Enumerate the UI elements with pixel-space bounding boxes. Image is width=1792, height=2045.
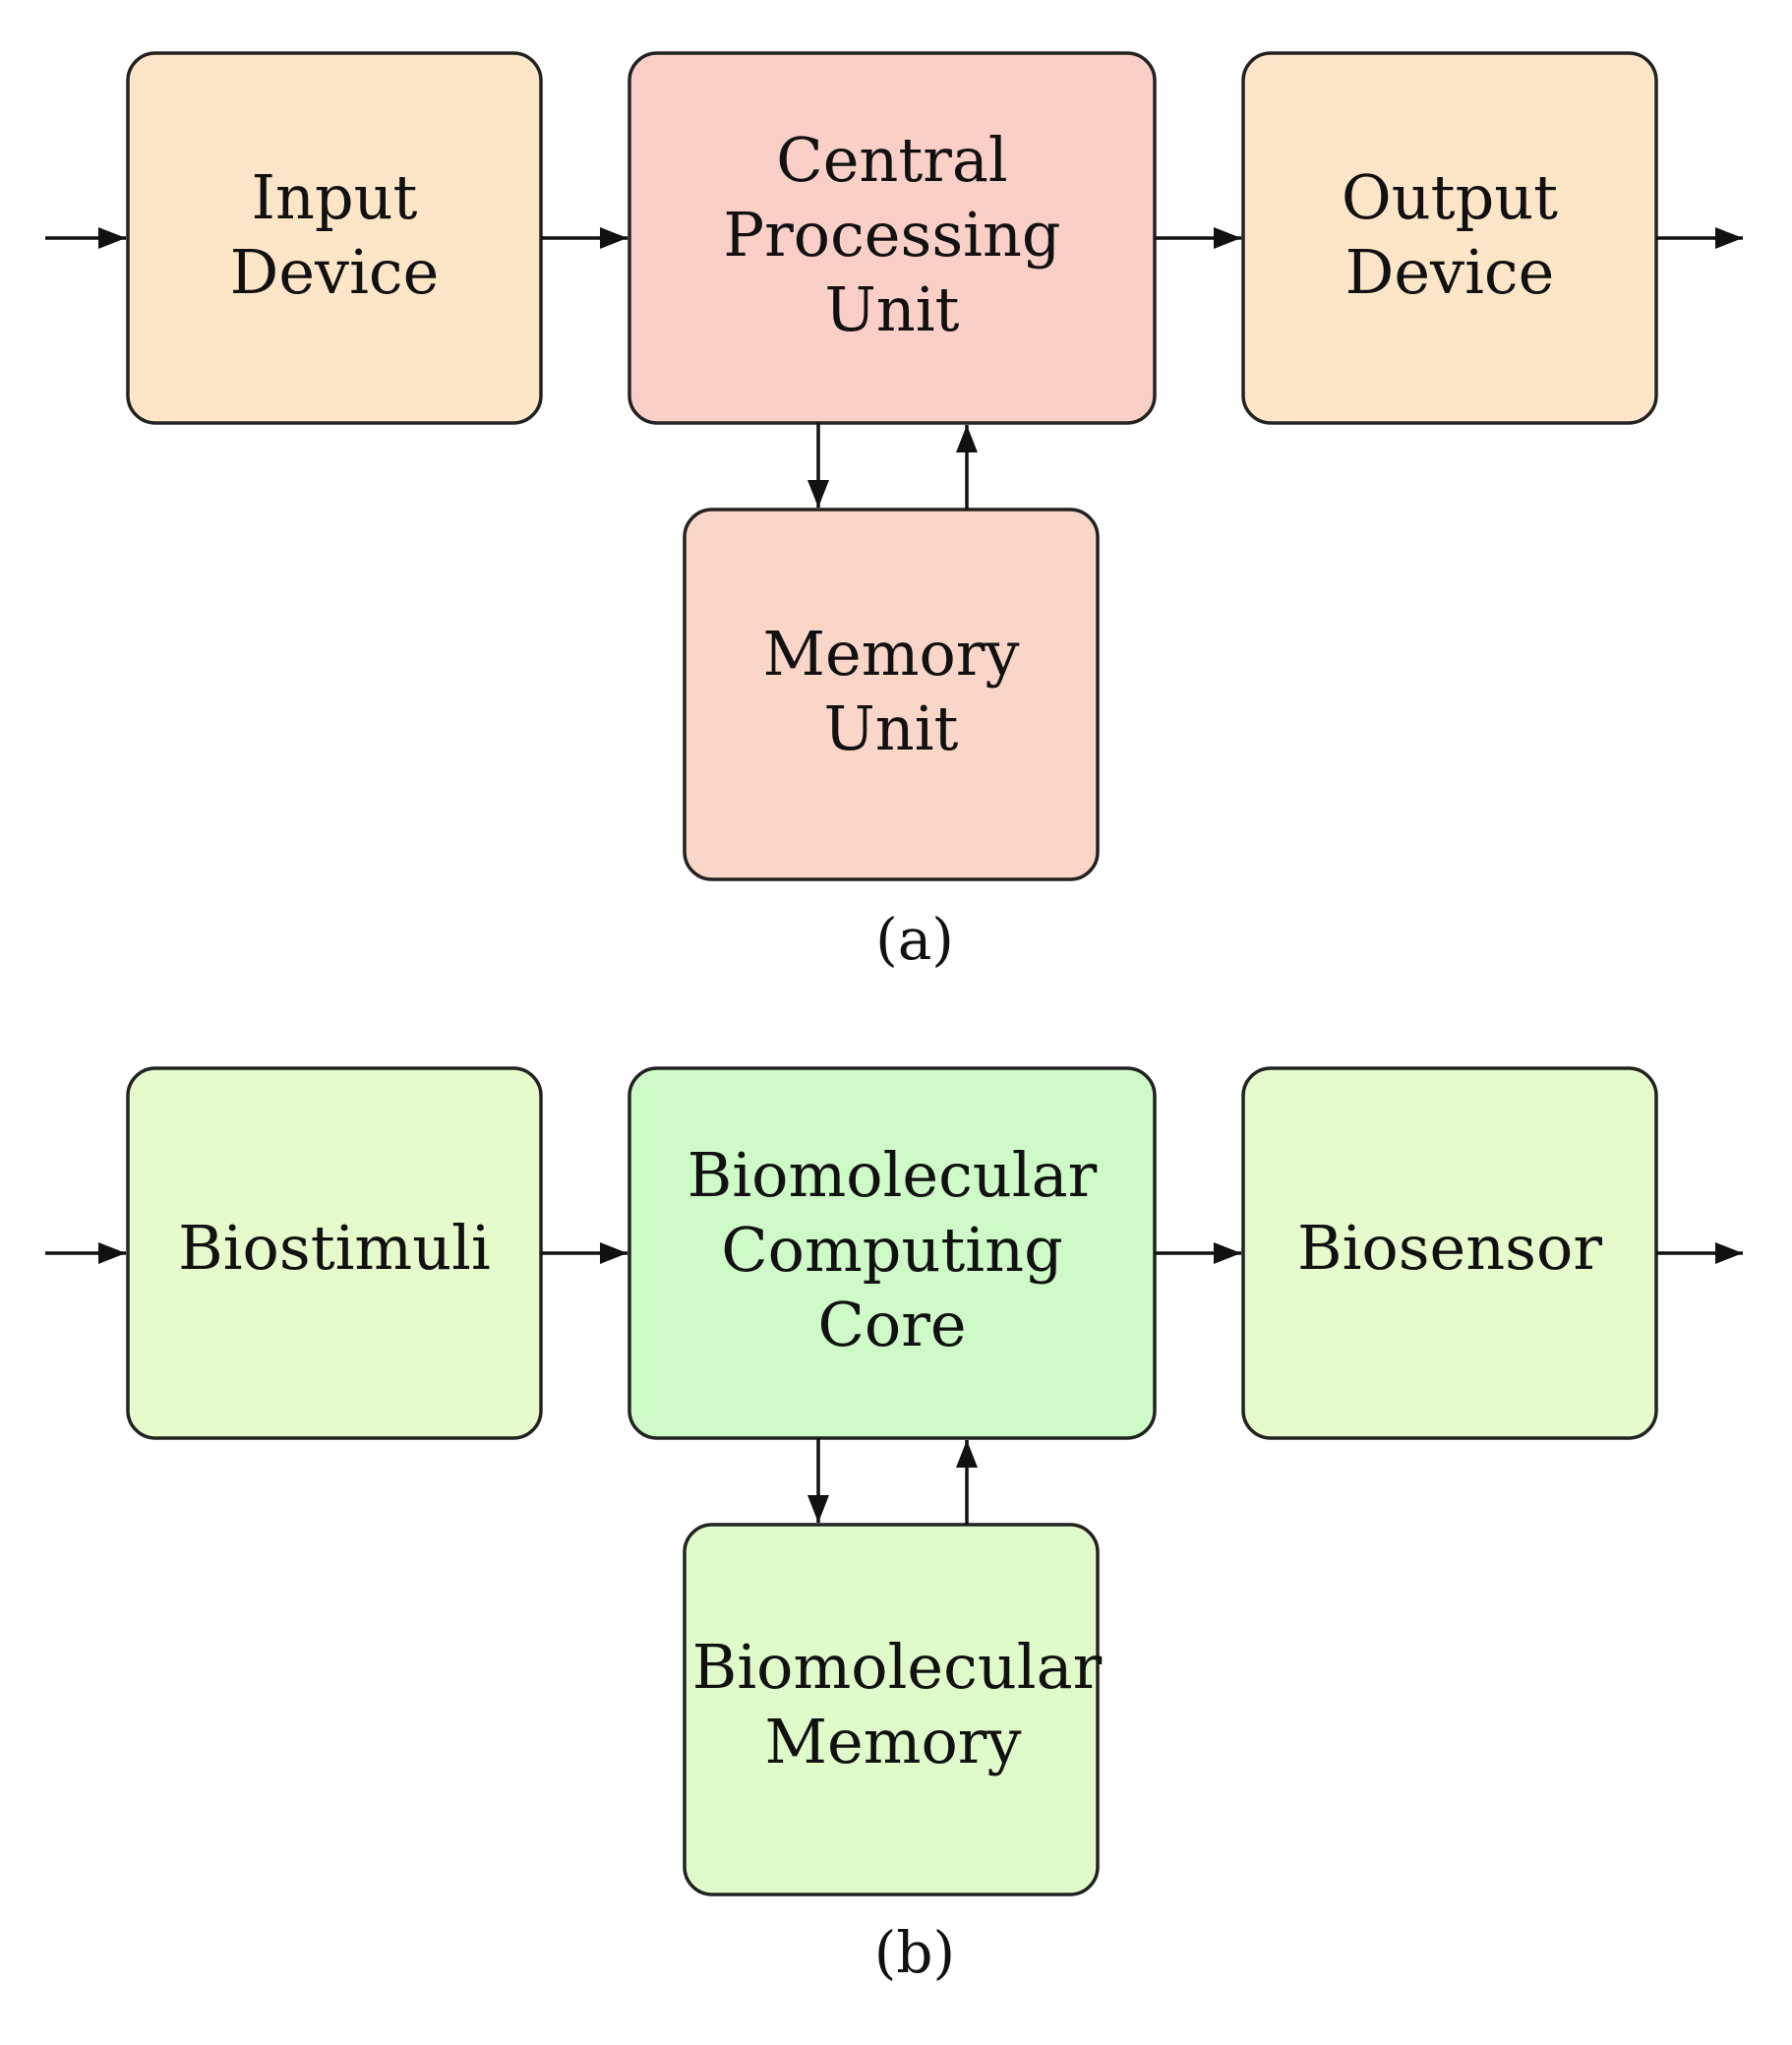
output-device-label-line-2: Device [1345, 236, 1555, 308]
caption-b: (b) [874, 1919, 955, 1986]
biomolecular-memory-label-line-1: Biomolecular [692, 1631, 1103, 1703]
cpu-label-line-1: Central [776, 124, 1007, 196]
memory-unit-box [683, 508, 1100, 881]
biomolecular-memory-box [683, 1523, 1100, 1896]
core-label-line-3: Core [817, 1289, 966, 1360]
diagram-b: Biostimuli Biomolecular Computing Core B… [45, 1066, 1743, 1986]
biosensor-label: Biosensor [1297, 1212, 1602, 1284]
core-label-line-1: Biomolecular [687, 1139, 1098, 1211]
biomolecular-memory-label-line-2: Memory [765, 1706, 1022, 1777]
output-device-label-line-1: Output [1342, 161, 1558, 233]
core-label-line-2: Computing [721, 1214, 1063, 1286]
diagram-a: Input Device Central Processing Unit Out… [45, 51, 1743, 973]
biostimuli-label: Biostimuli [178, 1212, 491, 1284]
memory-unit-label-line-2: Unit [824, 692, 959, 764]
caption-a: (a) [875, 906, 954, 973]
cpu-label-line-3: Unit [825, 273, 960, 345]
input-device-label-line-1: Input [252, 161, 418, 233]
cpu-label-line-2: Processing [723, 199, 1060, 271]
input-device-label-line-2: Device [230, 236, 440, 308]
memory-unit-label-line-1: Memory [763, 618, 1020, 690]
